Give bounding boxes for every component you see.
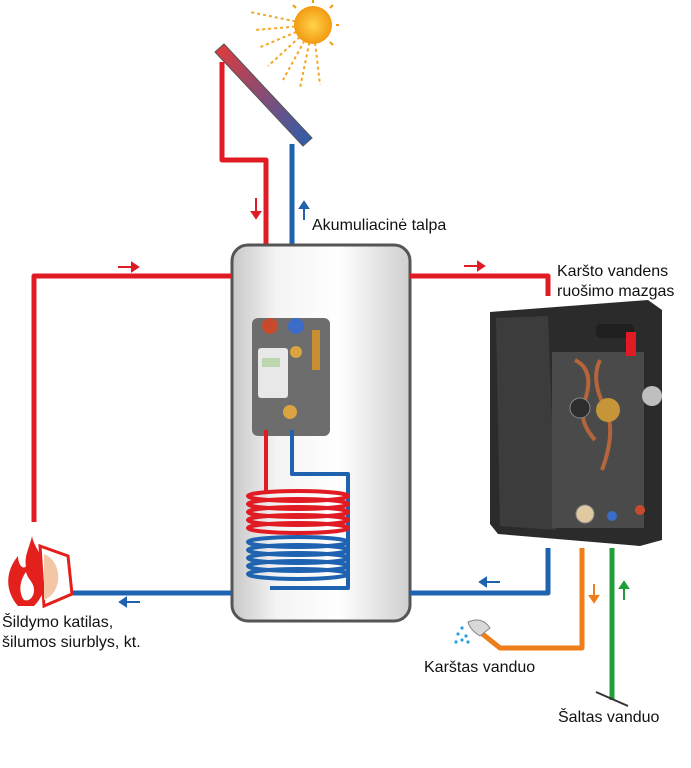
flow-arrow-left — [478, 576, 500, 588]
label-hot-water-station: Karšto vandens ruošimo mazgas — [557, 263, 675, 300]
boiler-supply-pipe — [31, 273, 222, 522]
flow-arrow-down — [250, 198, 262, 220]
solar-hot-pipe — [219, 62, 269, 316]
solar-pump-station — [252, 318, 330, 436]
sun-icon — [249, 0, 339, 89]
shower-head-icon — [454, 619, 491, 644]
flow-arrow-up — [618, 580, 630, 600]
heat-exchanger-coil — [246, 489, 350, 581]
flow-arrow-up — [298, 200, 310, 220]
flow-arrow-right — [118, 261, 140, 273]
flow-arrow-right — [464, 260, 486, 272]
label-storage-tank: Akumuliacinė talpa — [312, 217, 447, 234]
station-return-pipe — [412, 548, 551, 596]
label-heat-source: Šildymo katilas, šilumos siurblys, kt. — [2, 614, 141, 651]
solar-collector — [214, 43, 313, 147]
flame-icon — [8, 536, 74, 609]
hot-water-pipe — [478, 548, 585, 651]
coil-cold-riser — [270, 430, 350, 590]
label-cold-water: Šaltas vanduo — [558, 709, 660, 726]
hot-water-station-unit — [490, 300, 662, 546]
station-supply-pipe — [412, 273, 551, 296]
flow-arrow-down — [588, 584, 600, 604]
label-hot-water: Karštas vanduo — [424, 659, 536, 676]
flow-arrow-left — [118, 596, 140, 608]
cold-water-inlet-cap — [595, 691, 629, 707]
